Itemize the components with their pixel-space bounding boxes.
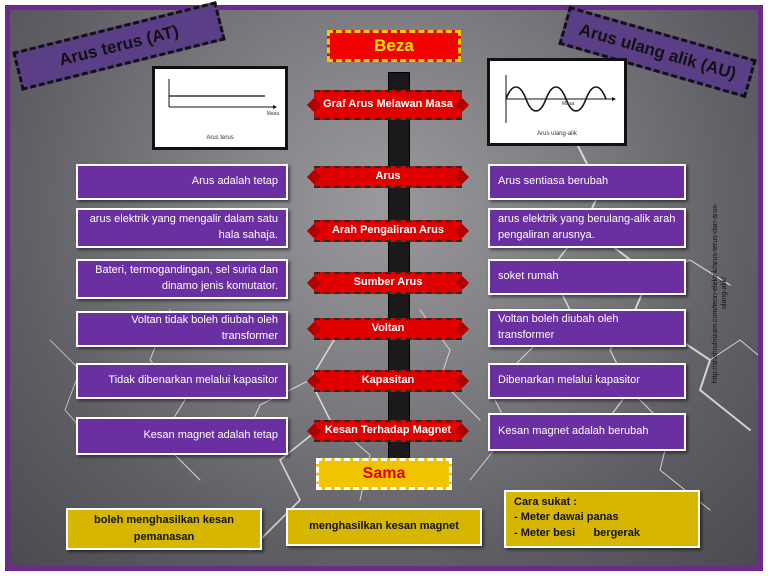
label-voltan: Voltan <box>314 318 462 340</box>
graph-au-caption: Arus ulang-alik <box>537 131 577 137</box>
cara-sukat-title: Cara sukat : <box>514 496 577 508</box>
left-box-kapasitan-text: Tidak dibenarkan melalui kapasitor <box>108 374 278 387</box>
left-box-kapasitan: Tidak dibenarkan melalui kapasitor <box>76 363 288 399</box>
left-box-sumber: Bateri, termogandingan, sel suria dan di… <box>76 259 288 299</box>
same-box-magnet-text: menghasilkan kesan magnet <box>309 520 459 533</box>
right-box-arus-text: Arus sentiasa berubah <box>498 175 609 188</box>
right-box-sumber: soket rumah <box>488 259 686 295</box>
same-box-magnet: menghasilkan kesan magnet <box>286 508 482 546</box>
graph-au-axis-label: Masa <box>562 101 575 107</box>
graph-at-caption: Arus terus <box>206 135 234 141</box>
graph-au-sine-wave <box>505 86 607 112</box>
right-box-arah: arus elektrik yang berulang-alik arah pe… <box>488 208 686 248</box>
label-arus: Arus <box>314 166 462 188</box>
right-box-arah-text: arus elektrik yang berulang-alik arah pe… <box>498 213 676 241</box>
right-box-kapasitan-text: Dibenarkan melalui kapasitor <box>498 374 640 387</box>
left-box-arah-text: arus elektrik yang mengalir dalam satu h… <box>89 213 278 241</box>
beza-title-text: Beza <box>374 36 414 55</box>
graph-at-x-arrow <box>273 105 277 109</box>
label-graf-arus: Graf Arus Melawan Masa <box>314 90 462 120</box>
sama-title: Sama <box>316 458 452 490</box>
left-box-kesan-magnet-text: Kesan magnet adalah tetap <box>143 429 278 442</box>
right-box-kapasitan: Dibenarkan melalui kapasitor <box>488 363 686 399</box>
graph-arus-terus: Masa Arus terus <box>152 66 288 150</box>
left-box-arah: arus elektrik yang mengalir dalam satu h… <box>76 208 288 248</box>
sama-title-text: Sama <box>362 465 406 482</box>
right-box-voltan: Voltan boleh diubah oleh transformer <box>488 309 686 347</box>
graph-au-x-arrow <box>612 97 616 101</box>
label-kesan-magnet: Kesan Terhadap Magnet <box>314 420 462 442</box>
left-box-sumber-text: Bateri, termogandingan, sel suria dan di… <box>95 264 278 292</box>
left-box-voltan: Voltan tidak boleh diubah oleh transform… <box>76 311 288 347</box>
graph-arus-ulang-alik-plot <box>505 75 616 123</box>
label-sumber-arus: Sumber Arus <box>314 272 462 294</box>
left-box-kesan-magnet: Kesan magnet adalah tetap <box>76 417 288 455</box>
same-box-pemanasan-text: boleh menghasilkan kesan pemanasan <box>94 513 234 543</box>
left-box-arus-text: Arus adalah tetap <box>191 175 278 188</box>
graph-at-axis-label: Masa <box>266 111 279 117</box>
source-url: http://shahrulnizam.com/teori-elektrik/a… <box>712 202 728 384</box>
beza-title: Beza <box>327 30 461 62</box>
same-box-cara-sukat: Cara sukat : - Meter dawai panas - Meter… <box>504 490 700 548</box>
cara-sukat-item-2: - Meter besi bergerak <box>514 526 640 539</box>
graph-arus-ulang-alik: Masa Arus ulang-alik <box>487 58 627 146</box>
label-kapasitan: Kapasitan <box>314 370 462 392</box>
cara-sukat-item-1: - Meter dawai panas <box>514 511 619 524</box>
graph-arus-terus-plot <box>168 79 277 109</box>
left-box-arus: Arus adalah tetap <box>76 164 288 200</box>
right-box-sumber-text: soket rumah <box>498 270 559 283</box>
left-box-voltan-text: Voltan tidak boleh diubah oleh transform… <box>131 314 278 342</box>
right-box-kesan-magnet-text: Kesan magnet adalah berubah <box>498 425 649 438</box>
label-arah-pengaliran: Arah Pengaliran Arus <box>314 220 462 242</box>
center-spine <box>388 72 410 464</box>
right-box-kesan-magnet: Kesan magnet adalah berubah <box>488 413 686 451</box>
right-box-arus: Arus sentiasa berubah <box>488 164 686 200</box>
same-box-pemanasan: boleh menghasilkan kesan pemanasan <box>66 508 262 550</box>
right-box-voltan-text: Voltan boleh diubah oleh transformer <box>498 313 619 341</box>
